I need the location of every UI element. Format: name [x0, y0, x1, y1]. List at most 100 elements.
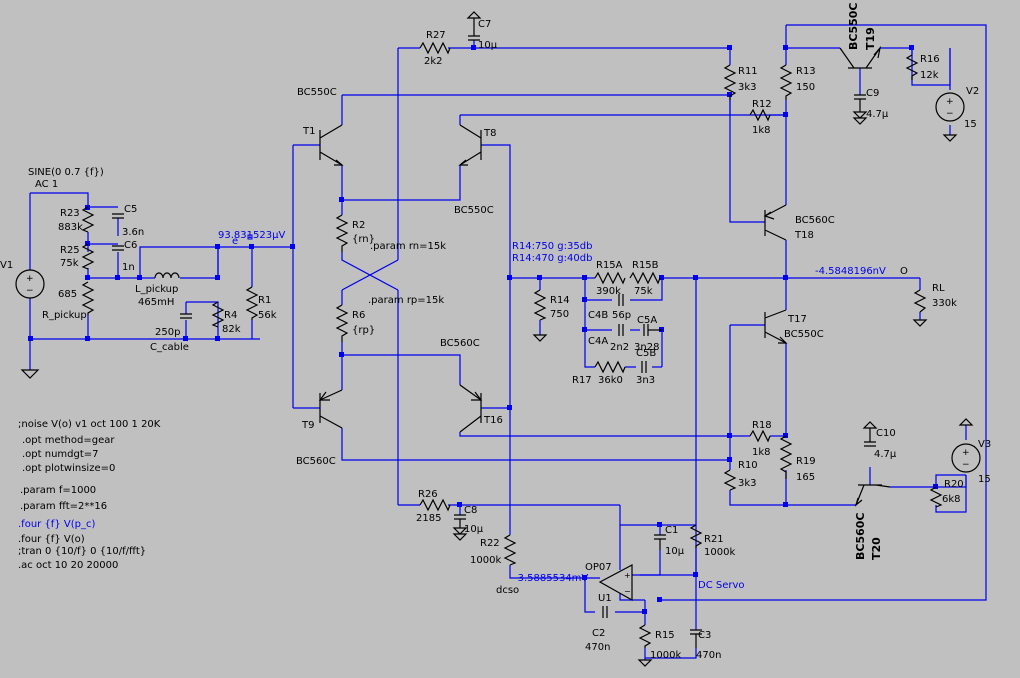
- r14-note-2: R14:470 g:40db: [512, 253, 592, 264]
- transistor-t18[interactable]: BC560C T18: [763, 204, 835, 241]
- resistor-r12[interactable]: R12 1k8: [749, 99, 772, 136]
- net-labels: e 93.831523µV O -4.5848196nV dcso -3.588…: [218, 230, 908, 596]
- resistor-r6[interactable]: R6 {rp}: [335, 304, 375, 342]
- resistor-r15b[interactable]: R15B 75k: [629, 260, 661, 297]
- capacitor-c10[interactable]: C10 4.7µ: [862, 421, 897, 460]
- svg-text:1000k: 1000k: [650, 650, 681, 661]
- svg-text:C9: C9: [866, 88, 879, 99]
- capacitor-c7[interactable]: C7 10µ: [466, 11, 498, 51]
- v2-source[interactable]: + − V2 15: [935, 86, 979, 130]
- inductor-l-pickup[interactable]: L_pickup 465mH: [135, 272, 180, 308]
- svg-text:{rp}: {rp}: [352, 325, 375, 336]
- opamp-u1[interactable]: + − OP07 U1 DC Servo: [585, 562, 745, 604]
- capacitor-c5a[interactable]: C5A 3n28: [634, 315, 662, 353]
- transistor-t16[interactable]: T16 BC560C: [440, 338, 503, 433]
- svg-text:2n2: 2n2: [610, 342, 629, 353]
- capacitor-c8[interactable]: C8 10µ: [452, 505, 484, 535]
- resistor-r25[interactable]: R25 75k: [60, 243, 95, 270]
- resistor-r23[interactable]: R23 883k: [58, 206, 95, 233]
- capacitor-c9[interactable]: C9 4.7µ: [852, 88, 889, 120]
- svg-text:1n: 1n: [122, 262, 135, 273]
- transistor-t9[interactable]: T9 BC560C: [296, 389, 343, 467]
- svg-text:470n: 470n: [585, 642, 610, 653]
- svg-text:T18: T18: [794, 230, 814, 241]
- svg-text:1000k: 1000k: [470, 555, 501, 566]
- resistor-r16[interactable]: R16 12k: [905, 54, 940, 81]
- svg-text:750: 750: [550, 309, 569, 320]
- svg-text:15: 15: [964, 119, 977, 130]
- svg-text:e: e: [232, 236, 238, 247]
- svg-text:BC560C: BC560C: [795, 215, 835, 226]
- svg-text:BC560C: BC560C: [854, 513, 867, 561]
- capacitor-c1[interactable]: C1 10µ: [654, 525, 685, 557]
- svg-text:C1: C1: [665, 525, 678, 536]
- resistor-r26[interactable]: R26 2185: [416, 489, 451, 524]
- e-voltage-readout: 93.831523µV: [218, 230, 285, 241]
- resistor-r15a[interactable]: R15A 390k: [594, 260, 626, 297]
- svg-text:4.7µ: 4.7µ: [866, 109, 889, 120]
- svg-text:R25: R25: [60, 245, 80, 256]
- resistor-r20[interactable]: R20 6k8: [929, 479, 964, 508]
- svg-text:C3: C3: [698, 630, 711, 641]
- resistor-r14[interactable]: R14 750: [533, 289, 570, 321]
- capacitor-c5[interactable]: C5 3.6n: [112, 204, 144, 238]
- svg-text:.four {f} V(p_c): .four {f} V(p_c): [18, 519, 95, 530]
- svg-text:R17: R17: [572, 375, 592, 386]
- svg-text:+: +: [26, 274, 34, 284]
- junction-dots: [28, 45, 938, 614]
- svg-text:R16: R16: [920, 54, 940, 65]
- resistor-r10[interactable]: R10 3k3: [723, 460, 758, 491]
- capacitor-c2[interactable]: C2 470n: [585, 606, 610, 653]
- v3-source[interactable]: + − V3 15: [951, 439, 991, 485]
- svg-text:BC550C: BC550C: [847, 3, 860, 51]
- resistor-r27[interactable]: R27 2k2: [419, 30, 451, 67]
- v1-source[interactable]: + − V1 SINE(0 0.7 {f}) AC 1: [0, 167, 104, 299]
- svg-text:10µ: 10µ: [665, 546, 685, 557]
- resistor-r2[interactable]: R2 {rn}: [335, 214, 375, 252]
- resistor-r4[interactable]: R4 82k: [211, 301, 241, 335]
- svg-text:R15A: R15A: [596, 260, 623, 271]
- resistor-rl[interactable]: RL 330k: [913, 283, 957, 313]
- svg-text:V3: V3: [978, 439, 991, 450]
- resistor-r1[interactable]: R1 56k: [245, 286, 277, 321]
- svg-text:O: O: [900, 266, 908, 277]
- svg-text:3.6n: 3.6n: [122, 227, 144, 238]
- resistor-r15[interactable]: R15 1000k: [638, 624, 681, 661]
- capacitor-c4b[interactable]: C4B 56p: [588, 294, 631, 321]
- transistor-t8[interactable]: T8 BC550C: [454, 124, 496, 216]
- wiring: [29, 24, 987, 660]
- svg-text:C2: C2: [592, 628, 605, 639]
- transistor-t20[interactable]: BC560C T20: [854, 484, 891, 561]
- resistor-r-pickup[interactable]: 685 R_pickup: [42, 281, 95, 321]
- resistor-r22[interactable]: R22 1000k: [470, 534, 517, 566]
- svg-text:1k8: 1k8: [752, 125, 771, 136]
- resistor-r17[interactable]: R17 36k0: [572, 360, 626, 386]
- svg-text:390k: 390k: [596, 286, 621, 297]
- resistor-r11[interactable]: R11 3k3: [723, 64, 758, 100]
- svg-text:10µ: 10µ: [478, 40, 498, 51]
- resistor-r13[interactable]: R13 150: [779, 64, 816, 100]
- resistor-r19[interactable]: R19 165: [779, 435, 816, 483]
- capacitor-c-cable[interactable]: 250p C_cable: [150, 313, 192, 353]
- capacitor-c4a[interactable]: C4A 2n2: [588, 324, 629, 353]
- transistor-t19[interactable]: BC550C T19: [839, 3, 882, 69]
- svg-text:R12: R12: [752, 99, 772, 110]
- r14-note-1: R14:750 g:35db: [512, 241, 592, 252]
- transistor-t17[interactable]: T17 BC550C: [764, 309, 824, 344]
- svg-text:15: 15: [978, 474, 991, 485]
- resistor-r21[interactable]: R21 1000k: [689, 524, 735, 558]
- svg-text:C6: C6: [124, 240, 137, 251]
- capacitor-c3[interactable]: C3 470n: [690, 629, 721, 661]
- transistor-t1[interactable]: BC550C T1: [297, 87, 344, 166]
- svg-text:R_pickup: R_pickup: [42, 310, 87, 321]
- svg-text:C7: C7: [478, 19, 491, 30]
- svg-text:1000k: 1000k: [704, 547, 735, 558]
- svg-text:82k: 82k: [222, 324, 241, 335]
- resistor-r18[interactable]: R18 1k8: [749, 420, 772, 458]
- capacitor-c6[interactable]: C6 1n: [112, 240, 137, 273]
- svg-text:T8: T8: [483, 128, 496, 139]
- svg-text:C8: C8: [464, 505, 477, 516]
- svg-text:3k3: 3k3: [738, 82, 757, 93]
- capacitor-c5b[interactable]: C5B 3n3: [636, 348, 656, 386]
